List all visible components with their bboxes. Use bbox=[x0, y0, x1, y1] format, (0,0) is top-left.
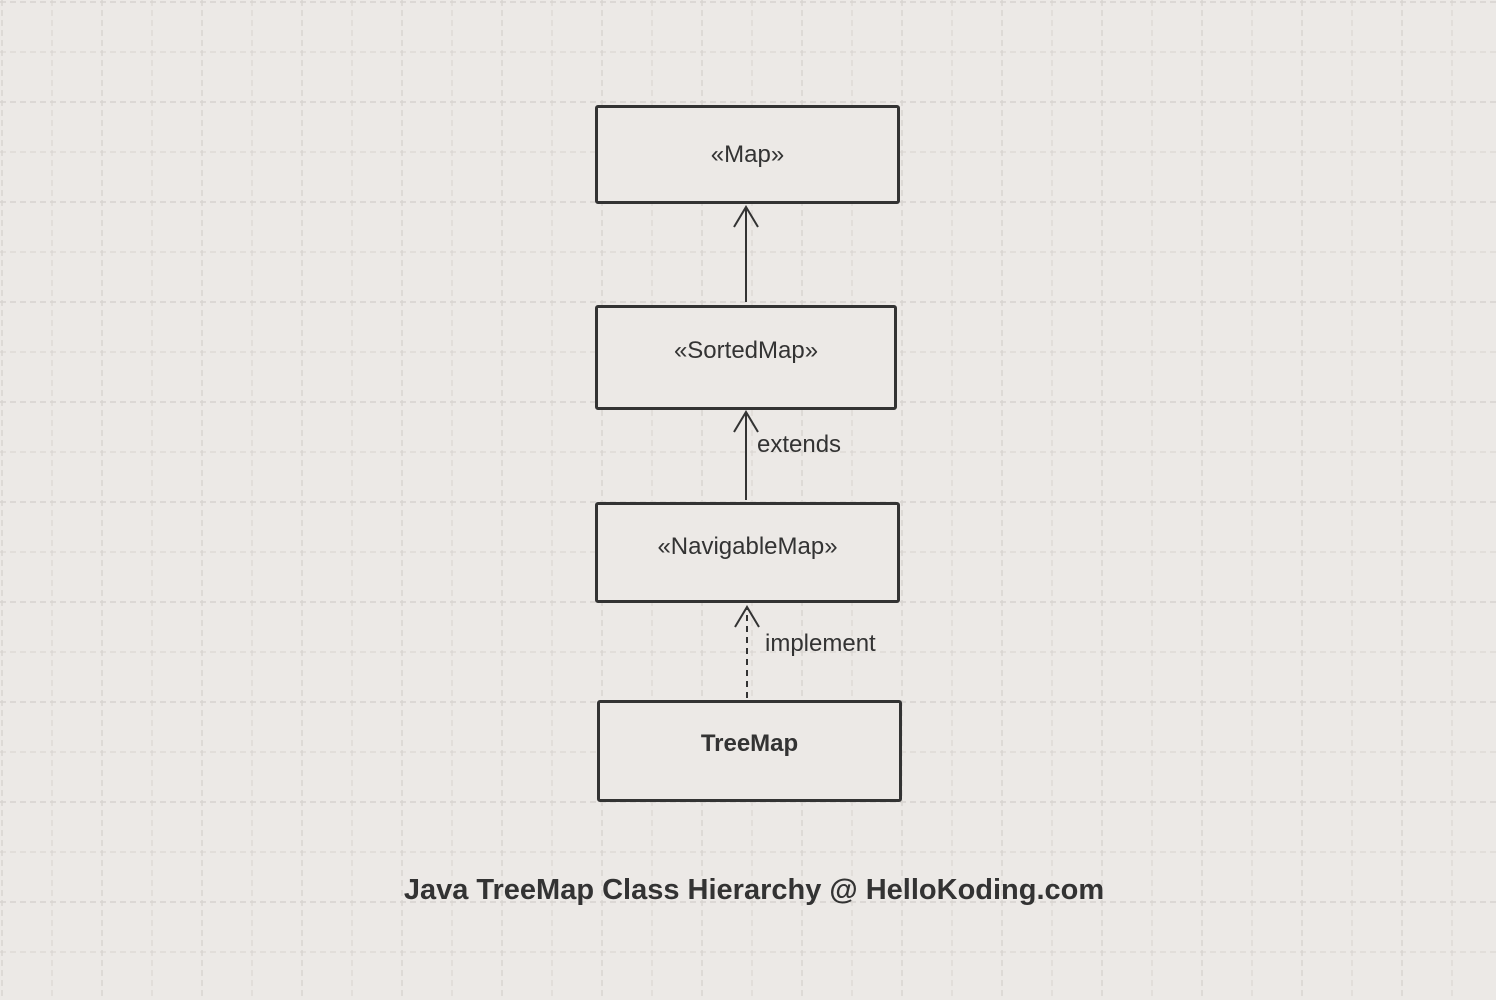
node-treemap-label: TreeMap bbox=[700, 730, 799, 757]
edge-treemap-to-navigablemap bbox=[734, 605, 760, 698]
node-navigablemap-label: «NavigableMap» bbox=[657, 532, 838, 560]
diagram-caption: Java TreeMap Class Hierarchy @ HelloKodi… bbox=[403, 874, 1105, 906]
node-sortedmap-label: «SortedMap» bbox=[673, 336, 819, 364]
node-navigablemap[interactable]: «NavigableMap» bbox=[595, 502, 900, 603]
open-arrowhead-icon bbox=[733, 205, 759, 228]
node-map[interactable]: «Map» bbox=[595, 105, 900, 204]
edge-sortedmap-to-map bbox=[733, 205, 759, 302]
edge-label-implement: implement bbox=[765, 630, 876, 657]
edge-navigablemap-to-sortedmap bbox=[733, 410, 759, 500]
edge-label-extends: extends bbox=[757, 431, 842, 458]
node-sortedmap[interactable]: «SortedMap» bbox=[595, 305, 897, 410]
open-arrowhead-icon bbox=[733, 410, 759, 433]
node-map-label: «Map» bbox=[710, 140, 785, 168]
open-arrowhead-icon bbox=[734, 605, 760, 628]
node-treemap[interactable]: TreeMap bbox=[597, 700, 902, 802]
